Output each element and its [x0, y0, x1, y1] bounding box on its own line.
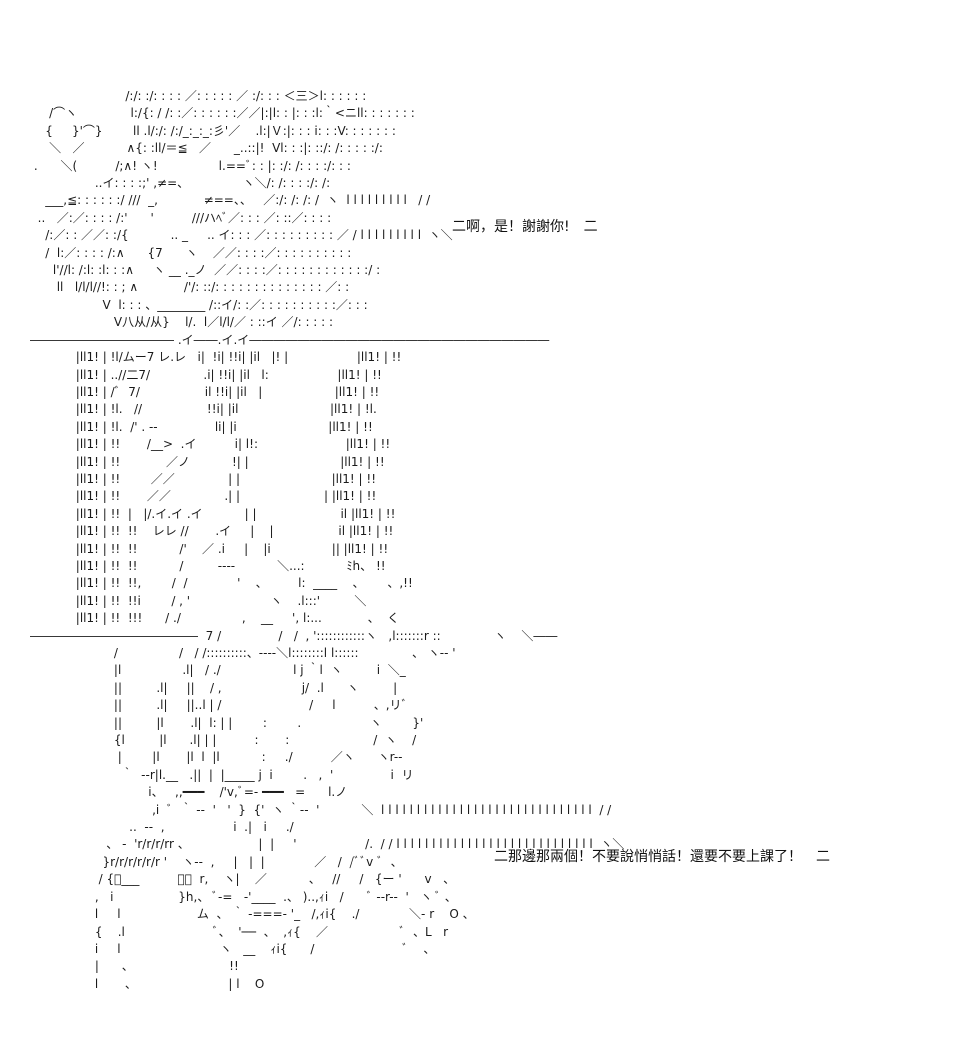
- dialogue-line-top: 二啊，是！謝謝你! 二: [452, 219, 598, 235]
- dialogue-line-bottom: 二那邊那兩個！不要說悄悄話！還要不要上課了！ 二: [494, 849, 830, 865]
- ascii-art: /:/: :/: : : : ／: : : : : ／ :/: : : ＜三＞l…: [30, 89, 625, 991]
